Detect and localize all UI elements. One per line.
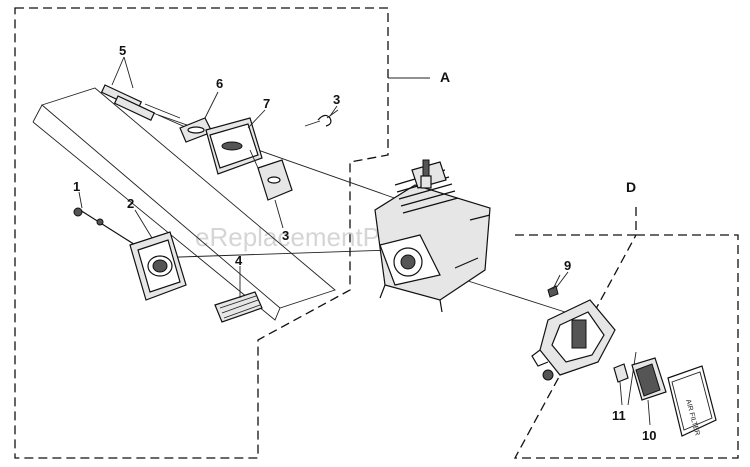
part-11-fastener bbox=[613, 351, 637, 406]
group-d-boundary bbox=[513, 205, 739, 459]
part-7-cover bbox=[205, 117, 263, 175]
part-4-filter-element bbox=[214, 291, 263, 323]
callout-6: 6 bbox=[216, 76, 223, 91]
group-a-boundary bbox=[14, 7, 389, 459]
group-label-d: D bbox=[626, 179, 636, 195]
engine-block bbox=[374, 159, 491, 313]
part-3-plate bbox=[249, 149, 293, 201]
filter-base-assembly bbox=[531, 299, 616, 381]
alignment-frame bbox=[41, 87, 336, 309]
leader-lines bbox=[78, 56, 651, 426]
callout-11: 11 bbox=[612, 408, 626, 423]
group-label-a: A bbox=[440, 69, 450, 85]
callout-3-lower: 3 bbox=[282, 228, 289, 243]
callout-2: 2 bbox=[127, 196, 134, 211]
part-3-clip-upper bbox=[304, 109, 339, 127]
callout-3-upper: 3 bbox=[333, 92, 340, 107]
part-1-screw bbox=[73, 207, 141, 249]
part-9-screw bbox=[547, 274, 561, 298]
air-filter-cover: AIR FILTER bbox=[667, 365, 717, 437]
assembly-axis-lower bbox=[149, 249, 391, 259]
callout-4: 4 bbox=[235, 253, 243, 268]
callout-7: 7 bbox=[263, 96, 270, 111]
callout-5: 5 bbox=[119, 43, 126, 58]
callout-10: 10 bbox=[642, 428, 656, 443]
alignment-frame-edge bbox=[32, 104, 281, 321]
callout-9: 9 bbox=[564, 258, 571, 273]
part-2-housing bbox=[129, 231, 187, 301]
callout-1: 1 bbox=[73, 179, 80, 194]
part-5-bolts bbox=[100, 84, 193, 131]
part-10-filter-pad bbox=[631, 357, 667, 401]
